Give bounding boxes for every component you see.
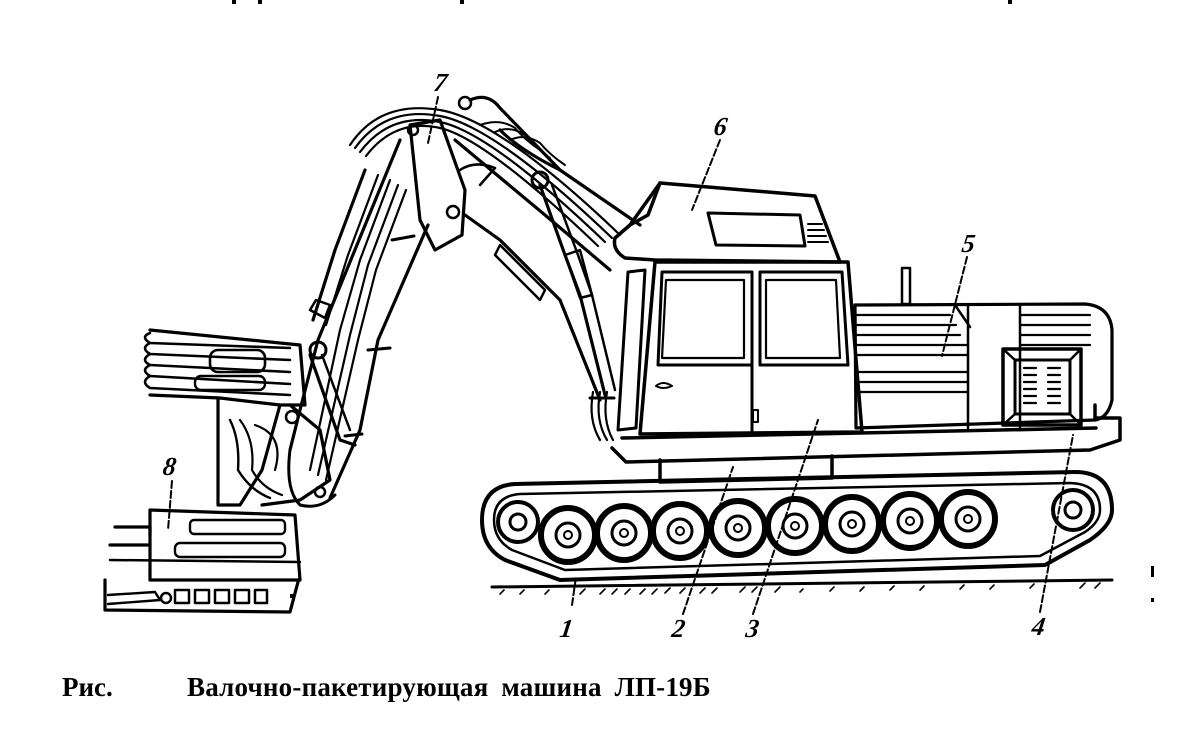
crawler-track [480, 470, 1114, 582]
slewing-base [658, 454, 834, 484]
ink-mark [1008, 0, 1012, 4]
scan-mark [1151, 566, 1154, 577]
caption-text: Валочно-пакетирующая машина ЛП-19Б [187, 672, 711, 702]
cropped-text-remnant [0, 0, 1200, 10]
cabin-roof-hood [612, 181, 842, 264]
ink-mark [258, 0, 262, 4]
callout-leader-lines [167, 96, 1074, 615]
ground-line [490, 578, 1114, 595]
track-wheels [496, 488, 1095, 565]
ink-mark [232, 0, 236, 4]
boom-assembly [287, 95, 642, 508]
engine-housing [853, 266, 1114, 430]
caption-prefix: Рис. [62, 672, 113, 702]
scan-mark [1151, 598, 1154, 602]
ink-mark [460, 0, 464, 4]
felling-head [103, 328, 332, 614]
figure-caption: Рис. Валочно-пакетирующая машина ЛП-19Б [62, 672, 711, 703]
operator-cabin [616, 260, 864, 436]
